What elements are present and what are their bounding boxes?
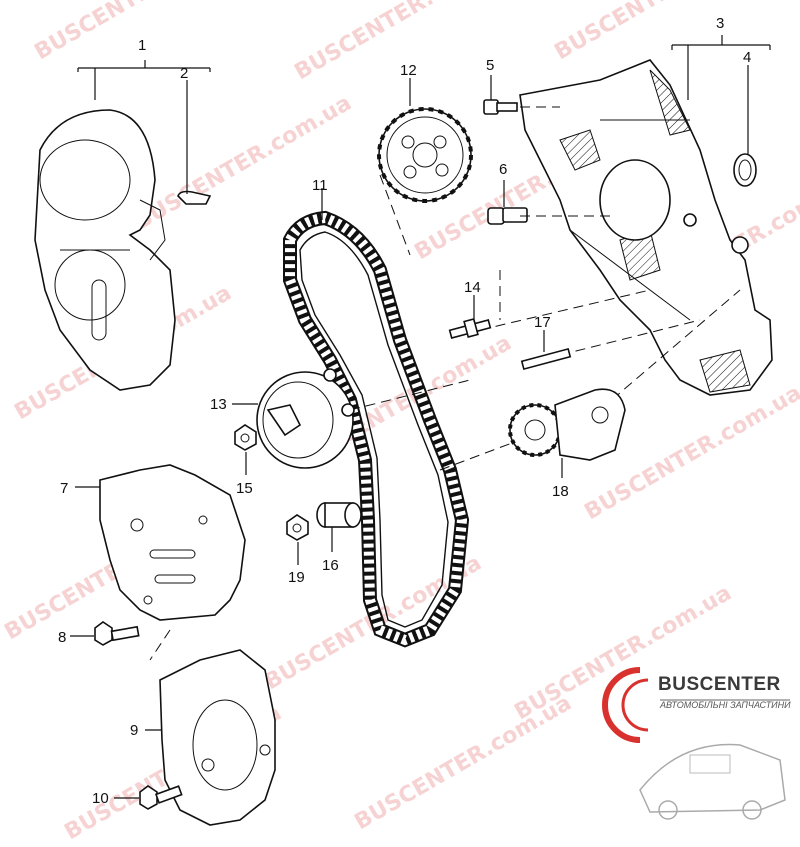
buscenter-logo-mark — [602, 667, 790, 820]
part-label-6: 6 — [499, 161, 507, 178]
seal-ring — [733, 65, 757, 187]
label-bracket-1 — [77, 60, 211, 100]
bolt-5 — [483, 75, 518, 115]
guide-roller — [316, 502, 362, 552]
part-number-labels: 1 2 3 4 5 6 7 8 9 10 11 12 13 14 15 16 1… — [58, 15, 751, 807]
stud-17 — [520, 330, 572, 371]
buscenter-logo: BUSCENTER АВТОМОБІЛЬНІ ЗАПЧАСТИНИ — [598, 660, 798, 840]
camshaft-sprocket — [377, 78, 473, 203]
part-label-18: 18 — [552, 483, 569, 500]
upper-timing-cover — [34, 109, 176, 391]
nut-15 — [234, 424, 257, 475]
bolt-8 — [70, 621, 140, 646]
logo-title: BUSCENTER — [658, 674, 781, 695]
logo-subtitle: АВТОМОБІЛЬНІ ЗАПЧАСТИНИ — [660, 700, 791, 710]
part-label-17: 17 — [534, 314, 551, 331]
stud-14 — [448, 295, 492, 340]
lower-timing-cover — [145, 649, 276, 826]
watermark-text: BUSCENTER.com.ua — [31, 0, 256, 65]
watermark-text: BUSCENTER.com.ua — [351, 691, 576, 836]
part-label-16: 16 — [322, 557, 339, 574]
part-label-19: 19 — [288, 569, 305, 586]
lower-rear-cover — [75, 464, 246, 621]
part-label-7: 7 — [60, 480, 68, 497]
part-label-8: 8 — [58, 629, 66, 646]
part-label-5: 5 — [486, 57, 494, 74]
part-label-13: 13 — [210, 396, 227, 413]
part-label-14: 14 — [464, 279, 481, 296]
rear-timing-cover — [519, 59, 773, 396]
part-label-11: 11 — [312, 177, 328, 194]
part-label-2: 2 — [180, 65, 188, 82]
label-bracket-3 — [671, 35, 771, 100]
bolt-10 — [114, 785, 183, 810]
part-label-9: 9 — [130, 722, 138, 739]
timing-belt — [283, 188, 470, 648]
tensioner-pulley — [232, 368, 355, 469]
part-label-4: 4 — [743, 49, 751, 66]
part-label-12: 12 — [400, 62, 417, 79]
part-label-3: 3 — [716, 15, 724, 32]
alignment-lines — [149, 106, 741, 661]
bolt-6 — [487, 180, 528, 225]
part-label-1: 1 — [138, 37, 146, 54]
water-pump — [508, 388, 626, 478]
part-label-10: 10 — [92, 790, 109, 807]
cover-clip — [177, 80, 212, 205]
nut-19 — [286, 514, 309, 565]
part-label-15: 15 — [236, 480, 253, 497]
